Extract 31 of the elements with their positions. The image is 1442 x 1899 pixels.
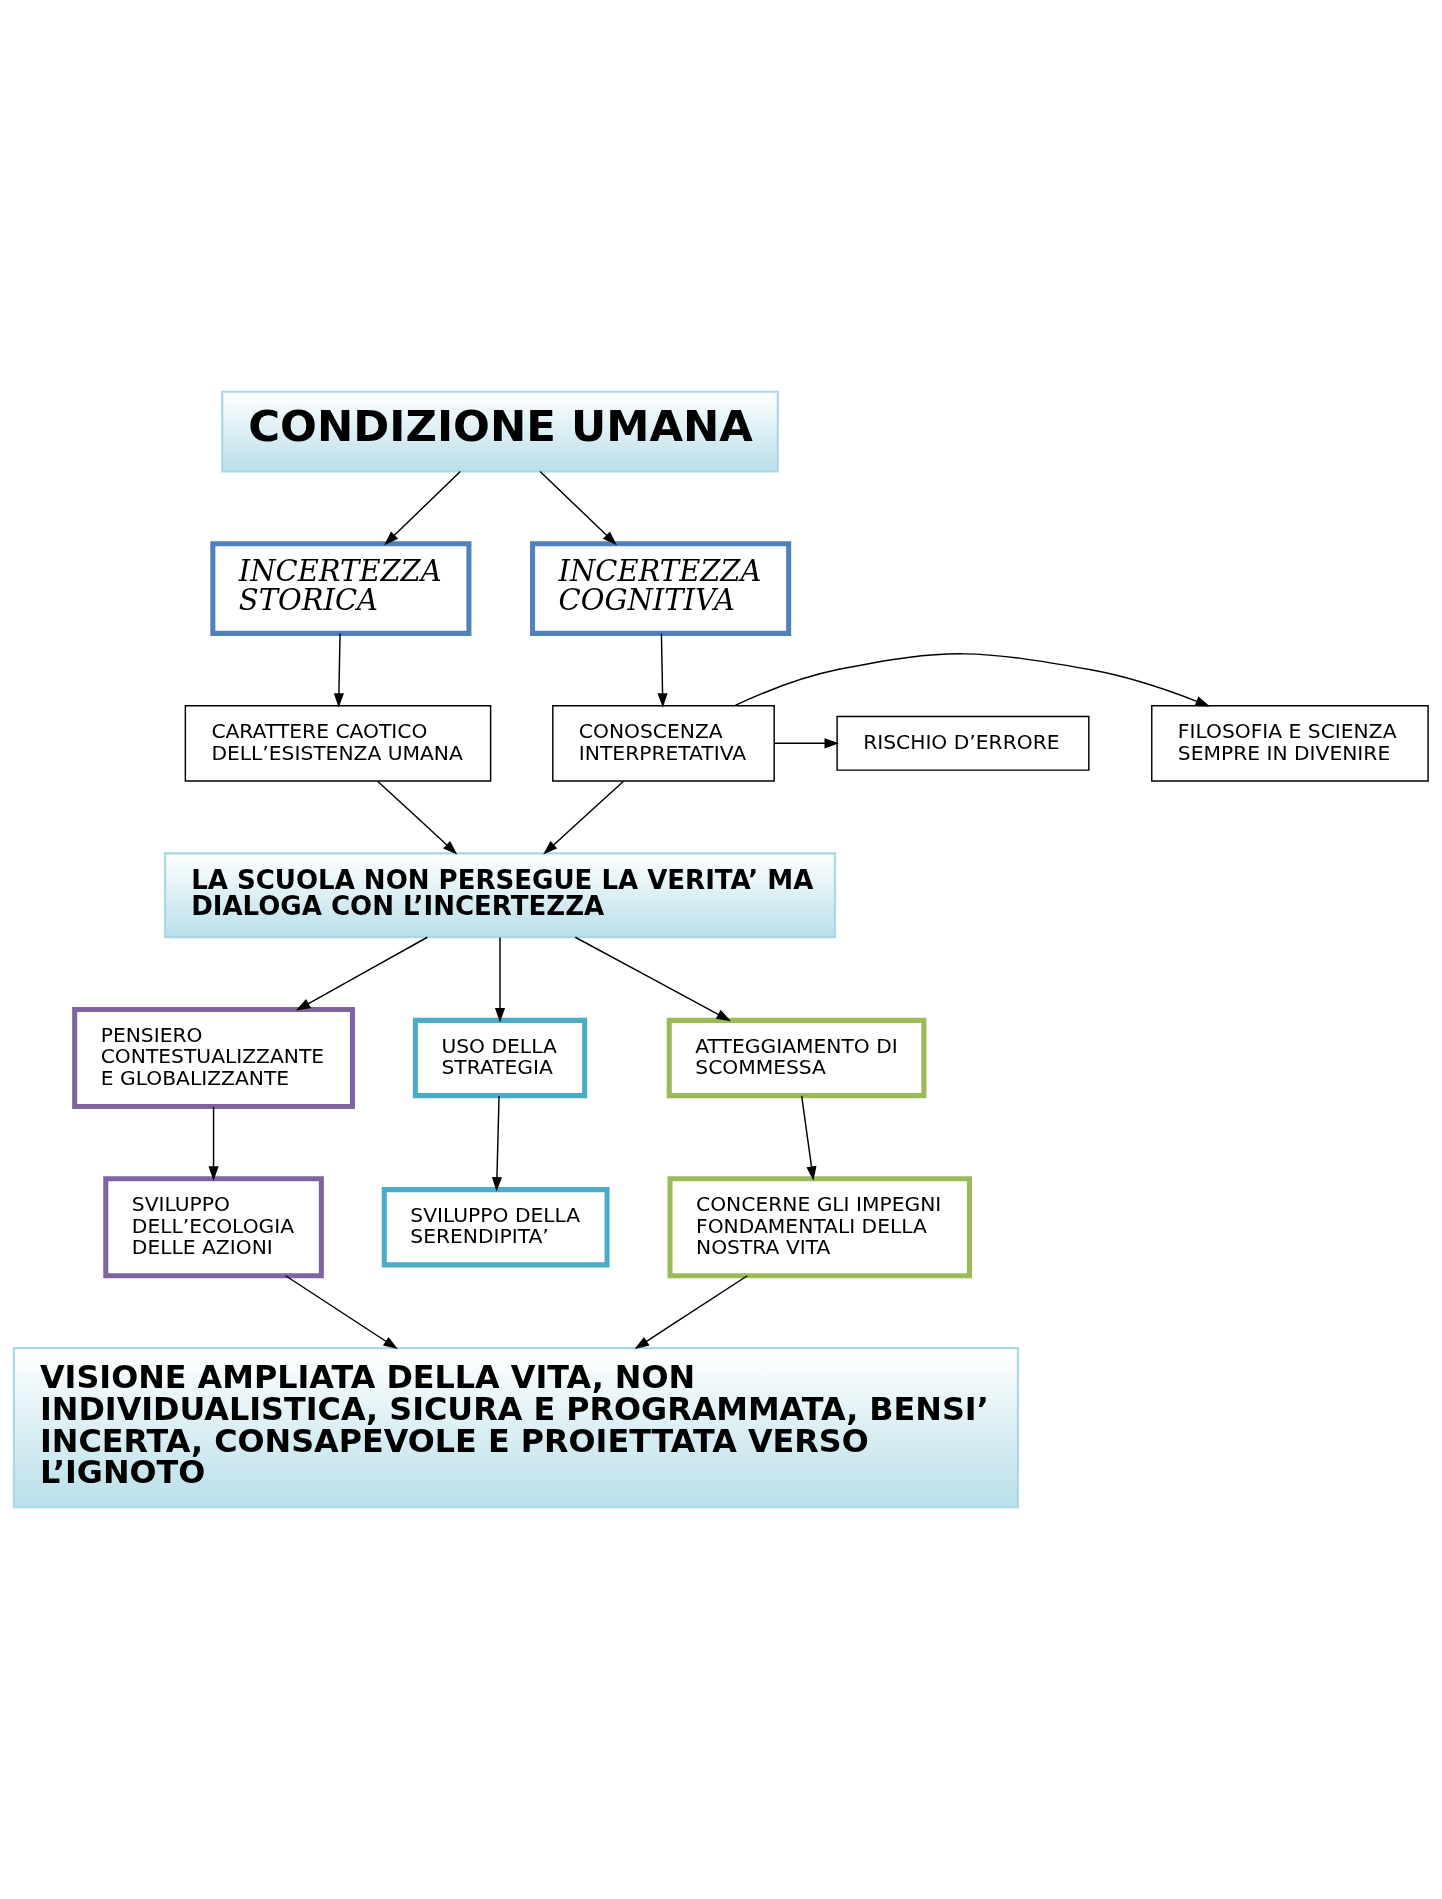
- arrow: [384, 470, 461, 546]
- arrow: [295, 936, 429, 1011]
- node-box: SVILUPPO DELLA SERENDIPITA’: [381, 1187, 610, 1268]
- node-box: CONCERNE GLI IMPEGNI FONDAMENTALI DELLA NOSTRA VITA: [667, 1176, 972, 1279]
- node-box: INCERTEZZA COGNITIVA: [530, 541, 792, 636]
- arrow: [284, 1275, 398, 1350]
- node-box: INCERTEZZA STORICA: [210, 541, 472, 636]
- arrow: [333, 632, 344, 708]
- arrow: [208, 1105, 219, 1181]
- node-box: CARATTERE CAOTICO DELL’ESISTENZA UMANA: [184, 705, 492, 782]
- arrow: [634, 1275, 749, 1350]
- node-box: CONOSCENZA INTERPRETATIVA: [552, 705, 775, 782]
- node-box: FILOSOFIA E SCIENZA SEMPRE IN DIVENIRE: [1151, 705, 1429, 782]
- node-box: PENSIERO CONTESTUALIZZANTE E GLOBALIZZANTE: [72, 1007, 355, 1109]
- node-box: USO DELLA STRATEGIA: [412, 1017, 588, 1099]
- arrow: [543, 780, 625, 855]
- node-box: ATTEGGIAMENTO DI SCOMMESSA: [666, 1017, 927, 1099]
- arrow: [376, 780, 458, 855]
- node-box: SVILUPPO DELL’ECOLOGIA DELLE AZIONI: [103, 1176, 324, 1279]
- arrow: [494, 936, 506, 1023]
- arrow: [773, 738, 839, 749]
- arrow: [734, 653, 1210, 707]
- node-box: VISIONE AMPLIATA DELLA VITA, NON INDIVIDUALISTICA, SICURA E PROGRAMMATA, BENSI’ INCERTA, CONSAPEVOLE E PROIETTATA VERSO L’IGNOTO: [12, 1347, 1020, 1509]
- arrow: [657, 632, 668, 708]
- node-box: LA SCUOLA NON PERSEGUE LA VERITA’ MA DIALOGA CON L’INCERTEZZA: [164, 852, 836, 939]
- arrow: [539, 470, 617, 546]
- arrow: [491, 1095, 502, 1192]
- node-box: CONDIZIONE UMANA: [221, 390, 779, 473]
- arrow: [800, 1095, 817, 1181]
- arrow: [574, 936, 731, 1022]
- node-box: RISCHIO D’ERRORE: [836, 715, 1090, 771]
